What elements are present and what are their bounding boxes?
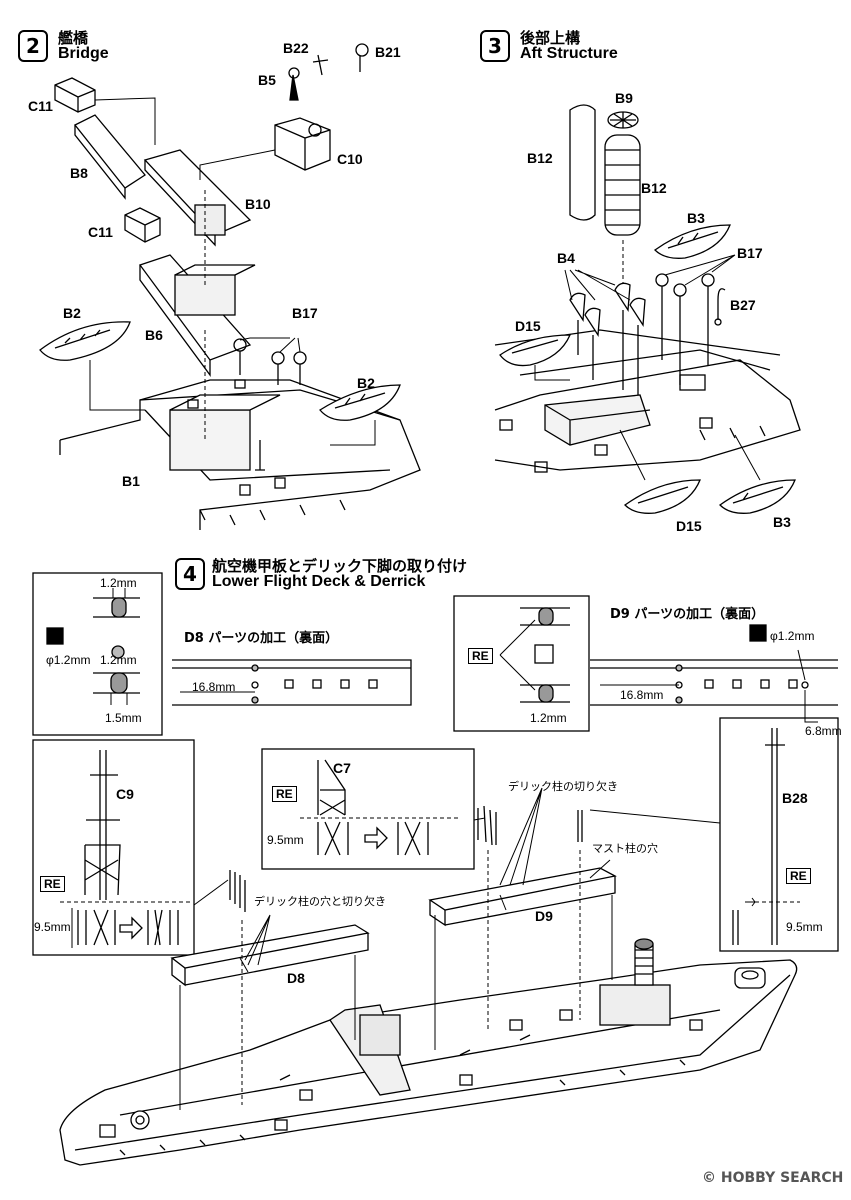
label-c9: C9 — [116, 786, 134, 802]
b28-dim: 9.5mm — [786, 920, 823, 934]
label-b17-aft: B17 — [737, 245, 763, 261]
c7-re-marker: RE — [272, 786, 297, 802]
step-2-title-jp: 艦橋 — [58, 29, 89, 47]
label-d15-bottom: D15 — [676, 518, 702, 534]
step-4-title-jp: 航空機甲板とデリック下脚の取り付け — [212, 557, 468, 575]
derrick-hole-notch-note: デリック柱の穴と切り欠き — [254, 895, 386, 908]
c9-detail-box — [32, 739, 195, 956]
bridge-assembly — [39, 43, 421, 530]
d8-dim-length: 16.8mm — [192, 680, 236, 694]
c9-re-marker: RE — [40, 876, 65, 892]
label-d15-top: D15 — [515, 318, 541, 334]
label-b21: B21 — [375, 44, 401, 60]
label-d9: D9 — [535, 908, 553, 924]
step-3-number: 3 — [480, 30, 510, 62]
d8-detail-box — [32, 572, 412, 736]
d8-dim-mid: 1.2mm — [100, 653, 137, 667]
label-b2-left: B2 — [63, 305, 81, 321]
label-b22: B22 — [283, 40, 309, 56]
d9-re-marker: RE — [468, 648, 493, 664]
label-b17-bridge: B17 — [292, 305, 318, 321]
aft-assembly — [494, 104, 801, 514]
label-c11-mid: C11 — [88, 224, 113, 240]
label-b3-top: B3 — [687, 210, 705, 226]
label-c7: C7 — [333, 760, 351, 776]
label-b28: B28 — [782, 790, 808, 806]
b28-detail-box — [589, 717, 839, 952]
label-b1: B1 — [122, 473, 140, 489]
d8-dim-bottom: 1.5mm — [105, 711, 142, 725]
label-b9: B9 — [615, 90, 633, 106]
watermark-logo-icon: © — [702, 1170, 716, 1186]
label-b12-right: B12 — [641, 180, 667, 196]
label-b5: B5 — [258, 72, 276, 88]
step-3-title-jp: 後部上構 — [520, 29, 581, 47]
watermark: © HOBBY SEARCH — [702, 1170, 843, 1186]
label-c11-top: C11 — [28, 98, 53, 114]
d8-dim-phi: φ1.2mm — [46, 653, 91, 667]
ship-hull — [59, 938, 798, 1166]
d8-detail-title: D8 パーツの加工（裏面） — [184, 631, 339, 646]
d8-deck — [170, 924, 370, 987]
d8-dim-top: 1.2mm — [100, 576, 137, 590]
step-2-title-en: Bridge — [58, 45, 109, 62]
b28-re-marker: RE — [786, 868, 811, 884]
d9-dim-hole: 1.2mm — [530, 711, 567, 725]
label-b3-bottom: B3 — [773, 514, 791, 530]
derrick-posts — [179, 787, 613, 1110]
d9-dim-phi: φ1.2mm — [770, 629, 815, 643]
label-b2-right: B2 — [357, 375, 375, 391]
step-2-number: 2 — [18, 30, 48, 62]
derrick-notch-note: デリック柱の切り欠き — [508, 780, 618, 793]
step-3-title-en: Aft Structure — [520, 45, 618, 62]
label-b8: B8 — [70, 165, 88, 181]
d9-detail-box — [453, 595, 838, 732]
label-b10: B10 — [245, 196, 271, 212]
d9-deck — [428, 867, 617, 927]
mast-hole-note: マスト柱の穴 — [592, 842, 658, 855]
d9-dim-length: 16.8mm — [620, 688, 664, 702]
c7-dim: 9.5mm — [267, 833, 304, 847]
label-b6: B6 — [145, 327, 163, 343]
label-b27: B27 — [730, 297, 756, 313]
label-b4: B4 — [557, 250, 575, 266]
watermark-text: HOBBY SEARCH — [720, 1170, 844, 1186]
label-b12-left: B12 — [527, 150, 553, 166]
step-4-number: 4 — [175, 558, 205, 590]
step-4-title-en: Lower Flight Deck & Derrick — [212, 573, 426, 590]
d9-detail-title: D9 パーツの加工（裏面） — [610, 607, 765, 622]
d9-dim-offset: 6.8mm — [805, 724, 842, 738]
label-c10: C10 — [337, 151, 363, 167]
c9-dim: 9.5mm — [34, 920, 71, 934]
c7-detail-box — [261, 748, 486, 870]
label-d8: D8 — [287, 970, 305, 986]
